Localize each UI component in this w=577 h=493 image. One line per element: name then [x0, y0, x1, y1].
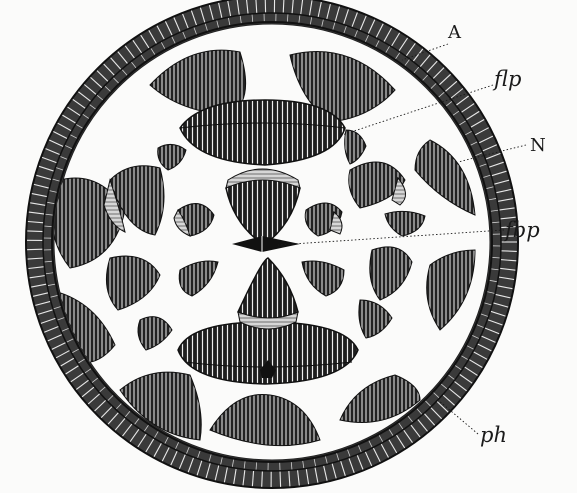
label-a: A: [447, 22, 462, 43]
wall-striation: [27, 249, 43, 250]
label-ph: ph: [480, 423, 507, 447]
wall-striation: [262, 471, 263, 487]
wall-striation: [280, 471, 281, 487]
wall-striation: [501, 251, 517, 252]
label-fbp: fbp: [503, 218, 540, 242]
label-flp: flp: [492, 67, 521, 91]
wall-striation: [27, 231, 43, 232]
label-n: N: [530, 135, 546, 156]
